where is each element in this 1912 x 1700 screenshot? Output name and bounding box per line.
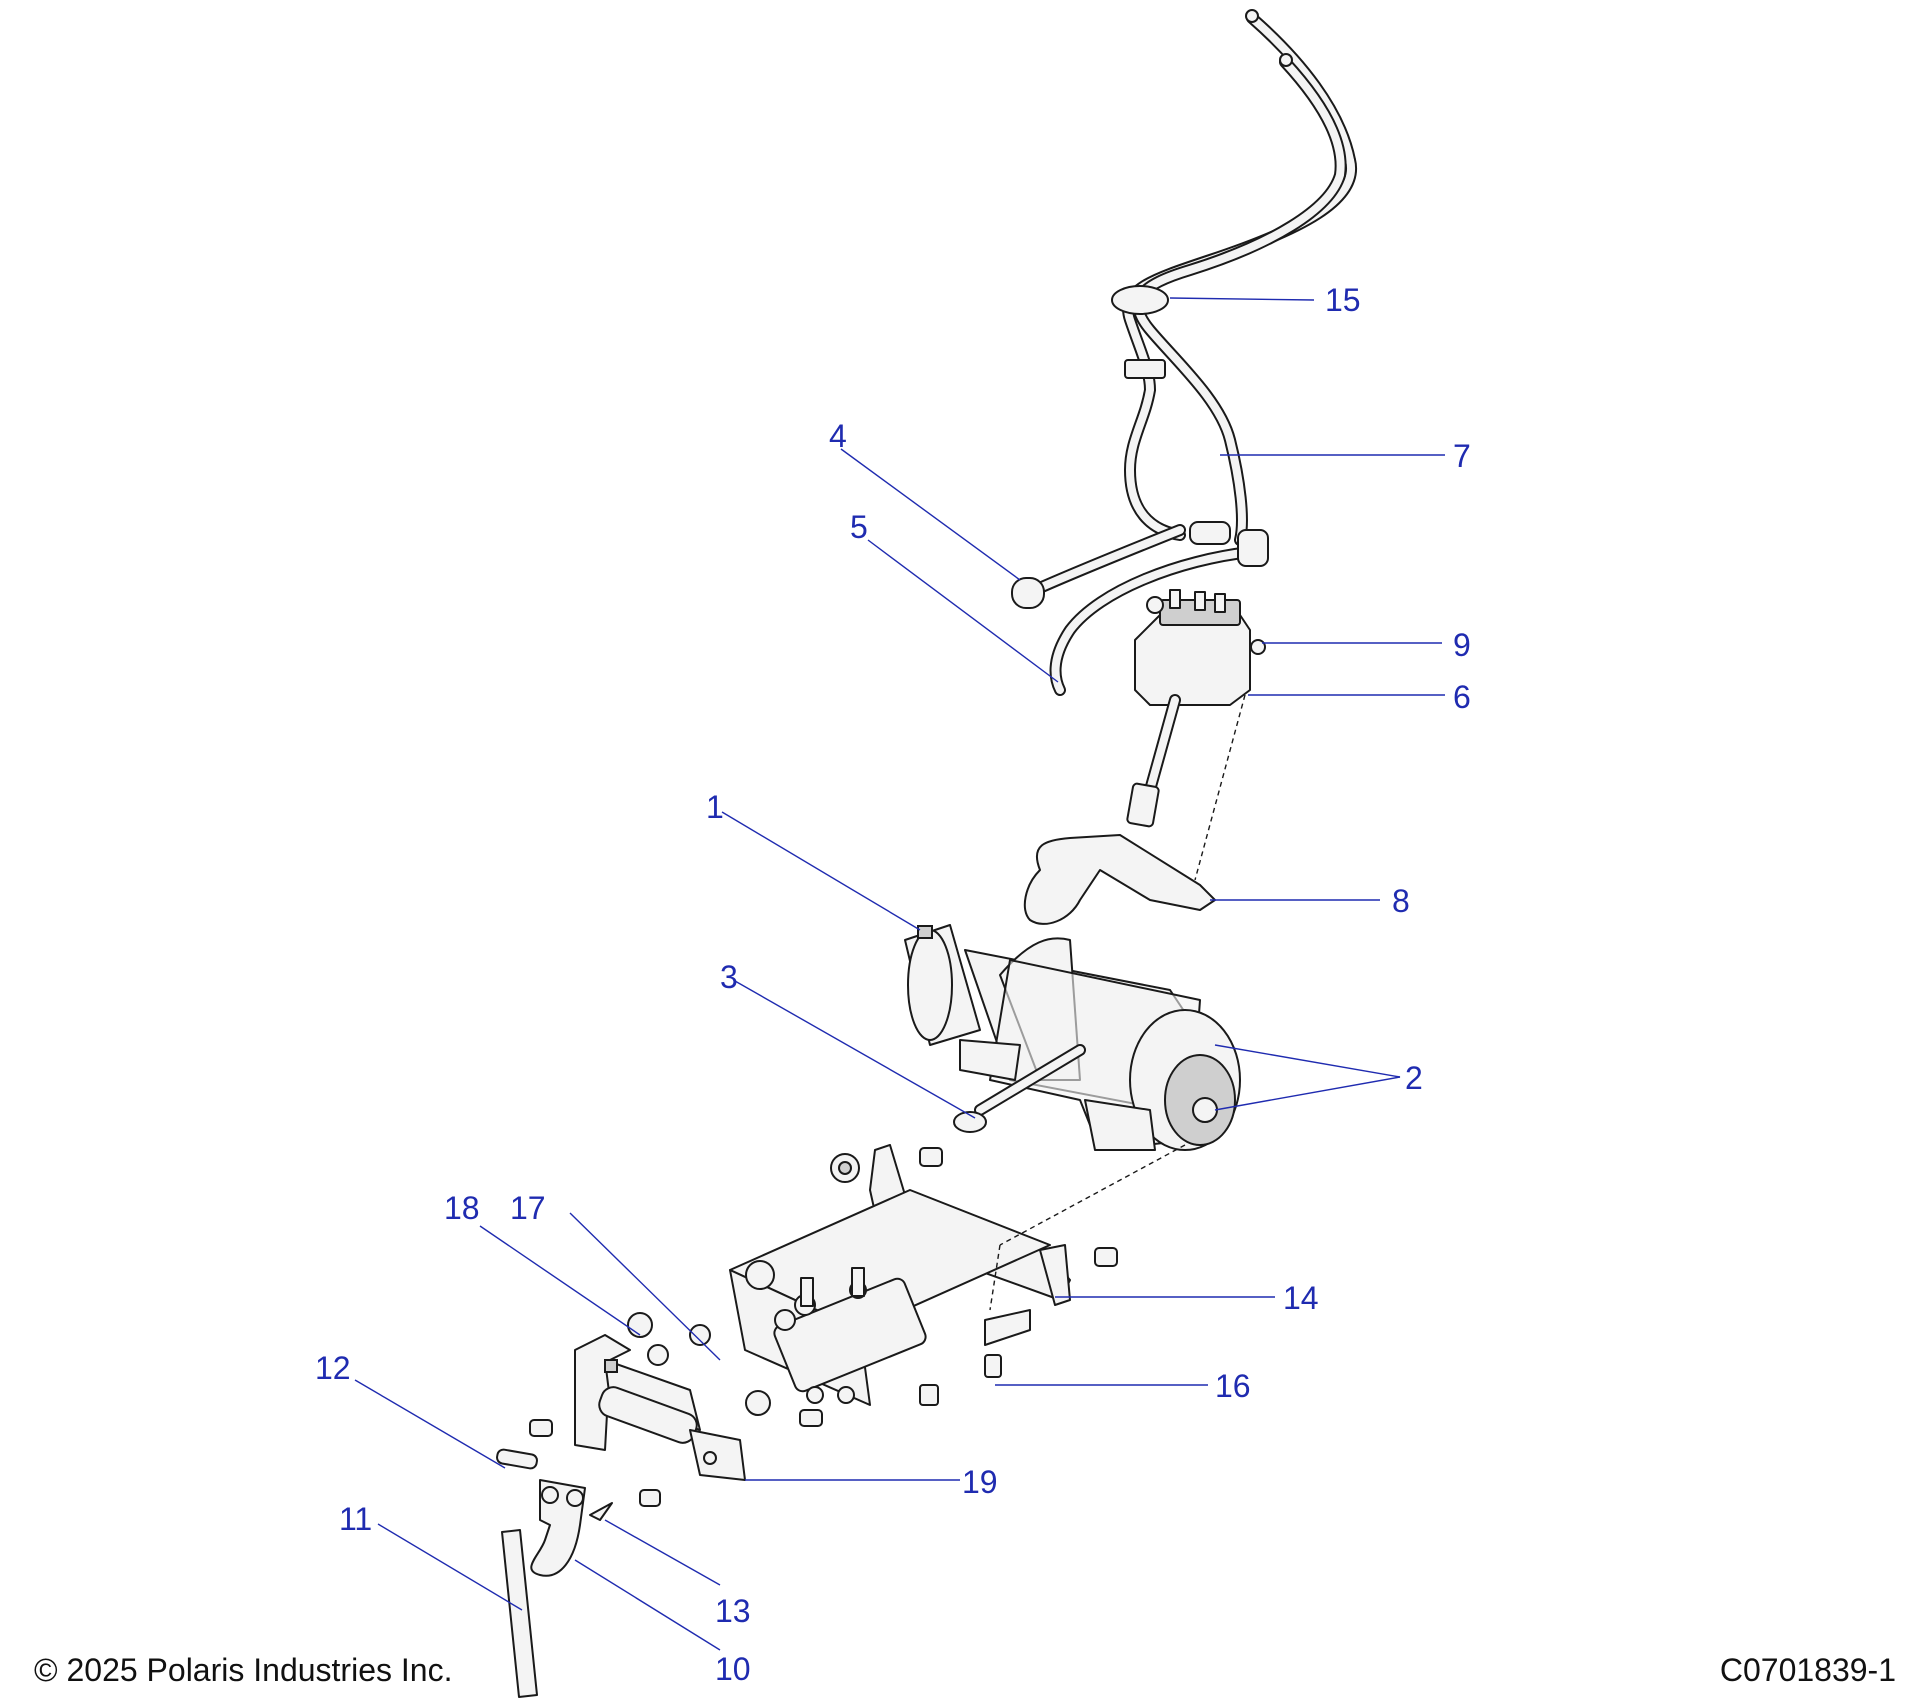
callout-1: 1 — [706, 789, 724, 825]
callout-19: 19 — [962, 1464, 998, 1500]
mounting-bracket — [729, 1144, 1071, 1406]
callout-8: 8 — [1392, 883, 1410, 919]
mount-plate — [1023, 834, 1216, 925]
callout-12: 12 — [315, 1350, 351, 1386]
callout-14: 14 — [1283, 1280, 1319, 1316]
callout-17: 17 — [510, 1190, 546, 1226]
contactor-assembly — [1126, 589, 1266, 828]
cable-4-boot — [1011, 577, 1045, 609]
callout-4: 4 — [829, 418, 847, 454]
hook — [530, 1479, 586, 1577]
leader-lines — [354, 297, 1445, 1651]
cotter-pin — [589, 1502, 613, 1521]
drawing-number: C0701839-1 — [1719, 1652, 1896, 1688]
hardware — [529, 1147, 1118, 1507]
screw-9 — [1250, 639, 1266, 655]
callout-11: 11 — [339, 1501, 372, 1537]
callout-2: 2 — [1405, 1060, 1423, 1096]
copyright-notice: © 2025 Polaris Industries Inc. — [34, 1652, 453, 1688]
callout-10: 10 — [715, 1651, 751, 1687]
clip — [1124, 359, 1166, 379]
callout-5: 5 — [850, 509, 868, 545]
callout-7: 7 — [1453, 438, 1471, 474]
callout-15: 15 — [1325, 282, 1361, 318]
callout-9: 9 — [1453, 627, 1471, 663]
callout-13: 13 — [715, 1593, 751, 1629]
winch — [904, 924, 1241, 1151]
rope-eye — [953, 1111, 987, 1133]
callout-3: 3 — [720, 959, 738, 995]
grommet — [1111, 285, 1169, 315]
callout-16: 16 — [1215, 1368, 1251, 1404]
clevis-pin — [496, 1448, 538, 1470]
callout-18: 18 — [444, 1190, 480, 1226]
fairlead — [574, 1334, 746, 1481]
hook-strap — [501, 1529, 538, 1698]
callout-6: 6 — [1453, 679, 1471, 715]
cable-harness — [1011, 9, 1358, 696]
